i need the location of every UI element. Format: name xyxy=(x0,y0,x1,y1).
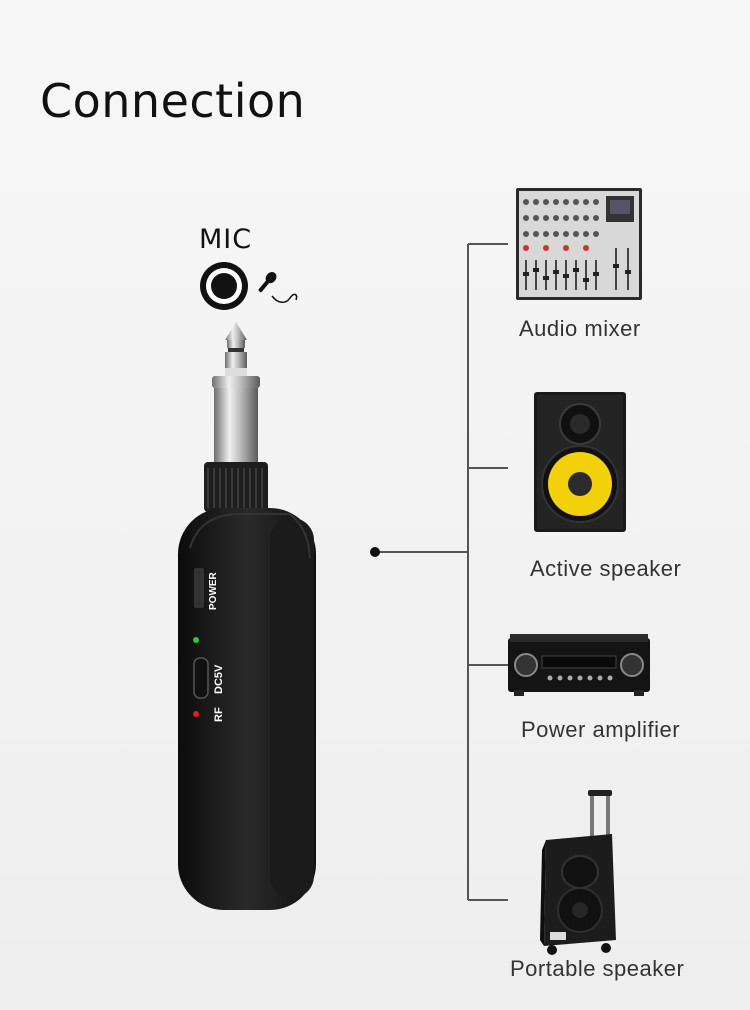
active-speaker-icon xyxy=(534,392,626,532)
portable-speaker-icon xyxy=(540,790,620,956)
output-label-active-speaker: Active speaker xyxy=(530,556,681,582)
wireless-transmitter: POWER DC5V RF xyxy=(170,318,330,918)
audio-mixer-icon xyxy=(516,188,642,300)
svg-text:DC5V: DC5V xyxy=(213,664,225,694)
output-label-portable-speaker: Portable speaker xyxy=(510,956,684,982)
svg-text:POWER: POWER xyxy=(208,571,219,610)
power-amplifier-icon xyxy=(508,634,650,696)
output-label-power-amplifier: Power amplifier xyxy=(521,717,680,743)
output-label-audio-mixer: Audio mixer xyxy=(519,316,641,342)
svg-text:RF: RF xyxy=(213,707,225,722)
